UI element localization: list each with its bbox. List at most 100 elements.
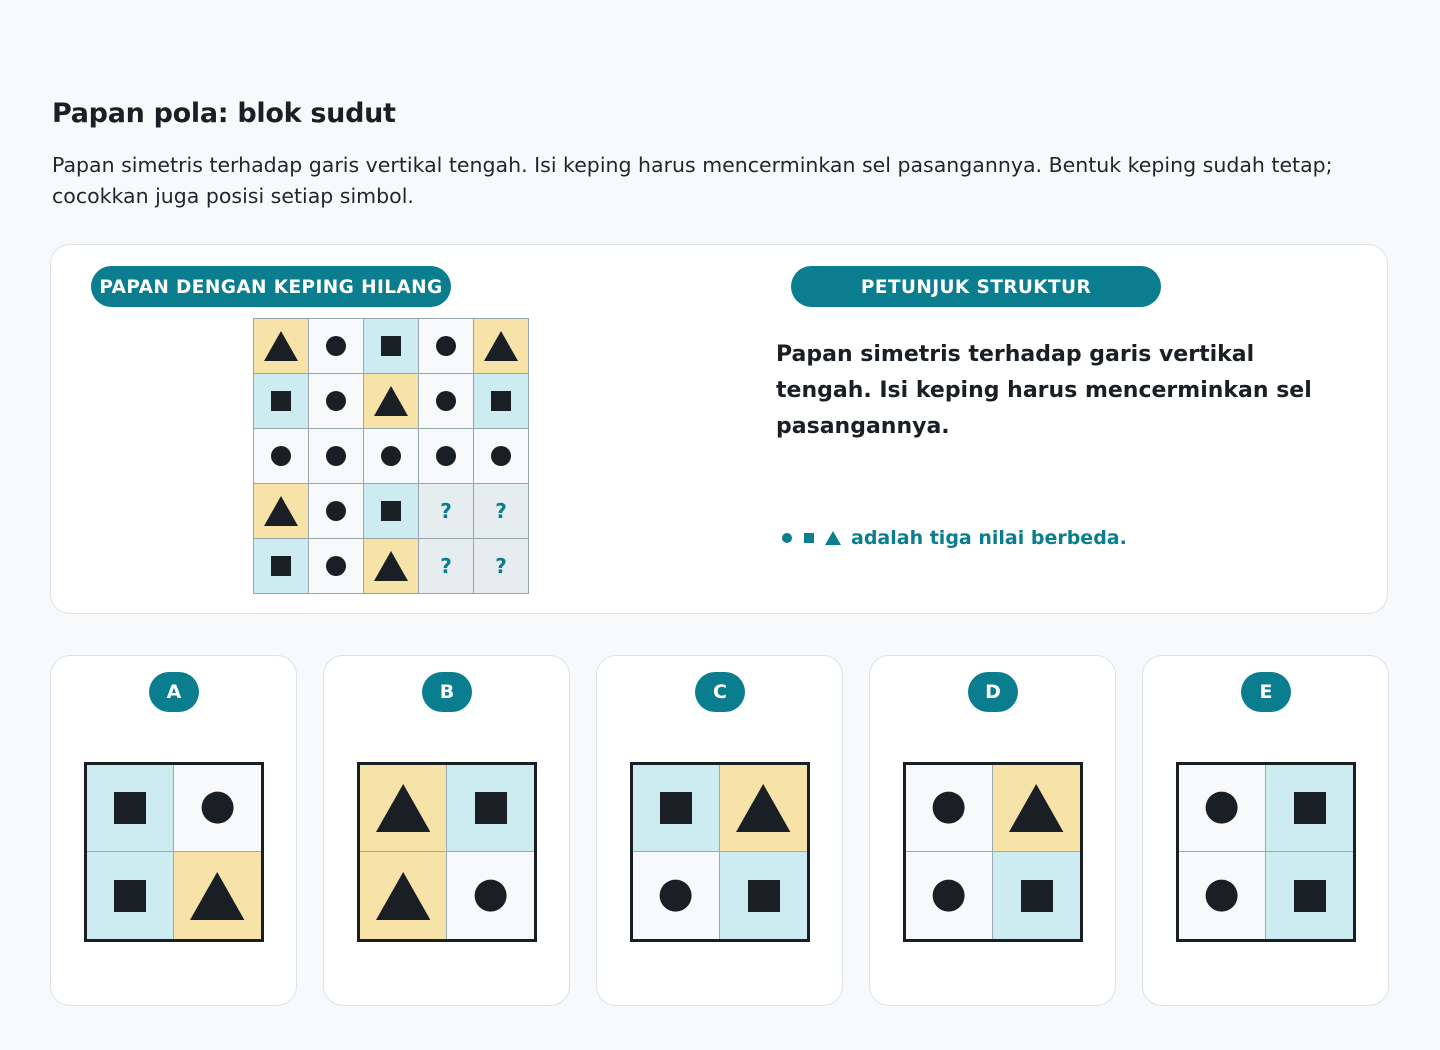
option-cell <box>360 852 447 939</box>
option-cell <box>174 765 261 852</box>
board-cell <box>254 319 309 374</box>
circle-icon <box>491 446 511 466</box>
circle-icon <box>474 879 507 912</box>
board-cell <box>254 484 309 539</box>
option-card-c[interactable]: C <box>596 655 843 1006</box>
circle-icon <box>781 532 793 544</box>
hint-label: PETUNJUK STRUKTUR <box>791 266 1161 307</box>
circle-icon <box>271 446 291 466</box>
circle-icon <box>381 446 401 466</box>
square-icon <box>271 556 291 576</box>
board-cell <box>364 484 419 539</box>
puzzle-panel: PAPAN DENGAN KEPING HILANG ???? PETUNJUK… <box>50 244 1388 614</box>
circle-icon <box>660 879 693 912</box>
triangle-icon <box>736 784 791 832</box>
option-cell <box>174 852 261 939</box>
square-icon <box>381 501 401 521</box>
missing-mark: ? <box>495 499 507 523</box>
option-cell <box>1179 765 1266 852</box>
triangle-icon <box>484 331 518 361</box>
pattern-board: ???? <box>253 318 529 594</box>
board-cell <box>364 374 419 429</box>
square-icon <box>381 336 401 356</box>
circle-icon <box>933 792 966 825</box>
option-grid <box>630 762 810 942</box>
square-icon <box>1020 879 1053 912</box>
square-icon <box>1293 792 1326 824</box>
triangle-icon <box>374 386 408 416</box>
option-grid <box>357 762 537 942</box>
circle-icon <box>1206 792 1239 825</box>
legend-text: adalah tiga nilai berbeda. <box>851 527 1127 549</box>
missing-cell[interactable]: ? <box>419 539 474 594</box>
square-icon <box>660 792 692 824</box>
page-title: Papan pola: blok sudut <box>52 98 396 129</box>
option-grid <box>84 762 264 942</box>
circle-icon <box>436 336 456 356</box>
circle-icon <box>436 446 456 466</box>
page-description: Papan simetris terhadap garis vertikal t… <box>52 153 1333 208</box>
board-cell <box>309 484 364 539</box>
triangle-icon <box>190 871 245 920</box>
option-cell <box>906 852 993 939</box>
square-icon <box>114 792 146 824</box>
symbol-legend: adalah tiga nilai berbeda. <box>781 527 1127 549</box>
board-label: PAPAN DENGAN KEPING HILANG <box>91 266 451 307</box>
option-cell <box>993 852 1080 939</box>
option-cell <box>633 852 720 939</box>
option-cell <box>1266 852 1353 939</box>
missing-cell[interactable]: ? <box>419 484 474 539</box>
board-cell <box>474 374 529 429</box>
square-icon <box>747 879 780 912</box>
missing-mark: ? <box>440 499 452 523</box>
option-card-d[interactable]: D <box>869 655 1116 1006</box>
triangle-icon <box>375 784 431 832</box>
option-cell <box>633 765 720 852</box>
missing-mark: ? <box>495 554 507 578</box>
missing-mark: ? <box>440 554 452 578</box>
option-card-b[interactable]: B <box>323 655 570 1006</box>
triangle-icon <box>264 496 298 526</box>
circle-icon <box>326 501 346 521</box>
square-icon <box>1293 879 1326 912</box>
option-letter: E <box>1241 672 1291 712</box>
option-cell <box>87 765 174 852</box>
option-grid <box>1176 762 1356 942</box>
option-cell <box>1266 765 1353 852</box>
triangle-icon <box>375 871 431 920</box>
option-card-e[interactable]: E <box>1142 655 1389 1006</box>
option-letter: A <box>149 672 199 712</box>
board-cell <box>254 539 309 594</box>
triangle-icon <box>825 531 841 545</box>
option-cell <box>720 852 807 939</box>
circle-icon <box>201 792 234 825</box>
board-cell <box>474 429 529 484</box>
option-cell <box>447 765 534 852</box>
board-cell <box>309 374 364 429</box>
circle-icon <box>933 879 966 912</box>
triangle-icon <box>374 551 408 581</box>
option-card-a[interactable]: A <box>50 655 297 1006</box>
option-cell <box>906 765 993 852</box>
board-cell <box>364 429 419 484</box>
square-icon <box>491 391 511 411</box>
option-cell <box>87 852 174 939</box>
circle-icon <box>436 391 456 411</box>
circle-icon <box>326 391 346 411</box>
option-cell <box>720 765 807 852</box>
circle-icon <box>326 446 346 466</box>
board-cell <box>474 319 529 374</box>
board-cell <box>254 374 309 429</box>
circle-icon <box>326 556 346 576</box>
square-icon <box>803 532 815 544</box>
missing-cell[interactable]: ? <box>474 484 529 539</box>
circle-icon <box>1206 879 1239 912</box>
board-cell <box>419 319 474 374</box>
board-cell <box>309 319 364 374</box>
square-icon <box>271 391 291 411</box>
board-cell <box>419 374 474 429</box>
missing-cell[interactable]: ? <box>474 539 529 594</box>
square-icon <box>474 792 507 824</box>
board-cell <box>254 429 309 484</box>
option-cell <box>993 765 1080 852</box>
